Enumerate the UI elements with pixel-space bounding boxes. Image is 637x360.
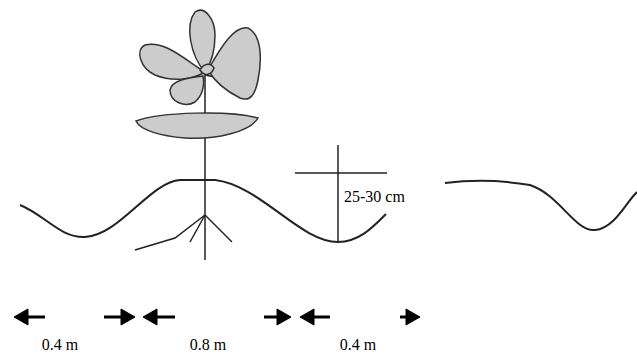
plant-root <box>205 215 232 242</box>
label-holder: 25-30 cm <box>344 188 405 206</box>
arrow-shaft <box>312 316 330 319</box>
soil-line <box>20 180 386 242</box>
plant-root <box>135 215 205 250</box>
flower-center <box>200 64 214 74</box>
arrow-head <box>14 309 28 325</box>
depth-line <box>337 145 339 242</box>
flower-petal <box>208 28 260 99</box>
label-holder: 0.4 m <box>42 336 78 354</box>
plant <box>135 72 232 260</box>
arrow-shaft <box>155 316 175 319</box>
spacing-arrows <box>14 309 420 325</box>
plant-root <box>190 215 205 242</box>
spacing-label: 0.4 m <box>340 336 376 354</box>
flower-petal <box>190 10 215 72</box>
spacing-label: 0.8 m <box>190 336 226 354</box>
arrow-head <box>300 309 314 325</box>
arrow-head <box>121 309 135 325</box>
arrow-head <box>277 309 291 325</box>
plant-leaves <box>136 10 260 138</box>
flower-petal <box>170 76 204 104</box>
arrow-shaft <box>26 316 45 319</box>
depth-label: 25-30 cm <box>344 188 405 206</box>
label-holder: 0.8 m <box>190 336 226 354</box>
spacing-label: 0.4 m <box>42 336 78 354</box>
surface-line <box>295 172 387 174</box>
arrow-head <box>143 309 157 325</box>
soil-line <box>445 181 637 230</box>
arrow-head <box>406 309 420 325</box>
soil-profile <box>20 180 637 242</box>
plant-leaf <box>136 113 258 138</box>
label-holder: 0.4 m <box>340 336 376 354</box>
arrow-shaft <box>104 316 123 319</box>
plant-stem <box>204 72 206 260</box>
